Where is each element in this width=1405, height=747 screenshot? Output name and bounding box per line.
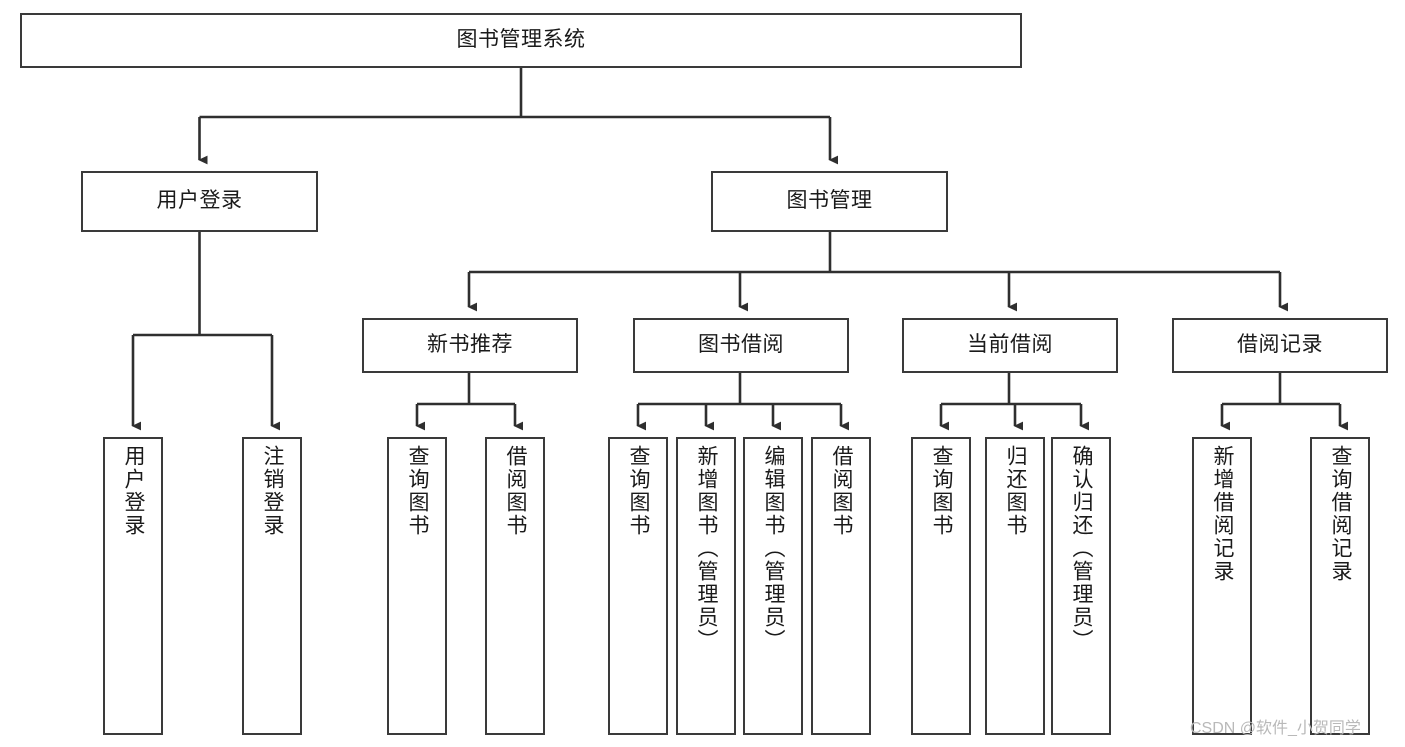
- node-leaf-add-book[interactable]: 新增图书（管理员）: [676, 437, 736, 735]
- node-leaf-logout-login[interactable]: 注销登录: [242, 437, 302, 735]
- node-label: 编辑图书（管理员）: [762, 445, 786, 652]
- node-label: 图书借阅: [698, 333, 784, 357]
- node-label: 用户登录: [122, 445, 146, 537]
- node-leaf-borrow-book-2[interactable]: 借阅图书: [811, 437, 871, 735]
- node-current-borrow[interactable]: 当前借阅: [902, 318, 1118, 373]
- node-user-login[interactable]: 用户登录: [81, 171, 318, 232]
- node-label: 查询图书: [627, 445, 651, 537]
- node-book-manage[interactable]: 图书管理: [711, 171, 948, 232]
- node-book-borrow[interactable]: 图书借阅: [633, 318, 849, 373]
- node-label: 注销登录: [261, 445, 285, 537]
- node-label: 新增借阅记录: [1211, 445, 1235, 583]
- node-label: 归还图书: [1004, 445, 1028, 537]
- node-borrow-record[interactable]: 借阅记录: [1172, 318, 1388, 373]
- node-leaf-add-record[interactable]: 新增借阅记录: [1192, 437, 1252, 735]
- node-label: 图书管理系统: [456, 28, 586, 52]
- node-label: 确认归还（管理员）: [1070, 445, 1094, 652]
- node-label: 查询借阅记录: [1329, 445, 1353, 583]
- node-label: 图书管理: [786, 189, 873, 213]
- node-label: 借阅图书: [830, 445, 854, 537]
- node-new-book-recommend[interactable]: 新书推荐: [362, 318, 578, 373]
- node-label: 新书推荐: [427, 333, 513, 357]
- node-leaf-query-book-3[interactable]: 查询图书: [911, 437, 971, 735]
- node-label: 当前借阅: [967, 333, 1053, 357]
- node-leaf-user-login[interactable]: 用户登录: [103, 437, 163, 735]
- node-label: 借阅记录: [1237, 333, 1323, 357]
- node-label: 查询图书: [406, 445, 430, 537]
- node-leaf-query-record[interactable]: 查询借阅记录: [1310, 437, 1370, 735]
- node-leaf-confirm-return[interactable]: 确认归还（管理员）: [1051, 437, 1111, 735]
- node-leaf-borrow-book-1[interactable]: 借阅图书: [485, 437, 545, 735]
- node-root-system[interactable]: 图书管理系统: [20, 13, 1022, 68]
- node-label: 新增图书（管理员）: [695, 445, 719, 652]
- node-label: 查询图书: [930, 445, 954, 537]
- watermark-text: CSDN @软件_小贺同学: [1190, 720, 1361, 737]
- node-leaf-query-book-2[interactable]: 查询图书: [608, 437, 668, 735]
- node-label: 用户登录: [156, 189, 243, 213]
- node-leaf-query-book-1[interactable]: 查询图书: [387, 437, 447, 735]
- node-label: 借阅图书: [504, 445, 528, 537]
- node-leaf-edit-book[interactable]: 编辑图书（管理员）: [743, 437, 803, 735]
- node-leaf-return-book[interactable]: 归还图书: [985, 437, 1045, 735]
